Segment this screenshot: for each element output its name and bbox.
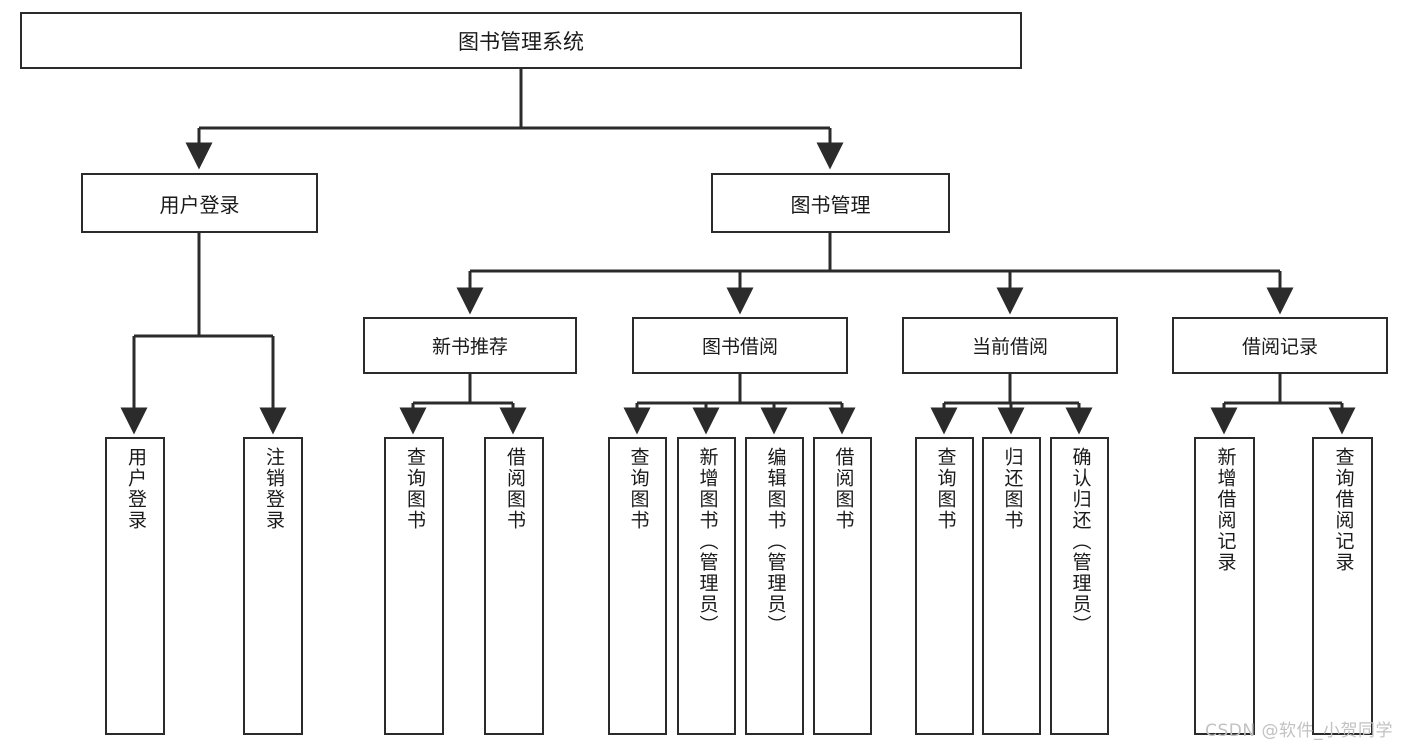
node-leaf-query-book-2-label: 查询图书 bbox=[627, 447, 650, 531]
node-leaf-add-book[interactable]: 新增图书（管理员） bbox=[677, 437, 736, 735]
node-leaf-borrow-book-1-label: 借阅图书 bbox=[503, 447, 526, 531]
node-leaf-user-logout-label: 注销登录 bbox=[262, 447, 285, 531]
node-leaf-user-logout[interactable]: 注销登录 bbox=[243, 437, 303, 735]
node-leaf-confirm-return[interactable]: 确认归还（管理员） bbox=[1050, 437, 1109, 735]
node-user-login[interactable]: 用户登录 bbox=[81, 173, 318, 233]
node-leaf-add-book-label: 新增图书（管理员） bbox=[696, 447, 719, 636]
node-new-book-recommend-label: 新书推荐 bbox=[431, 336, 508, 358]
watermark: CSDN @软件_小贺同学 bbox=[1205, 721, 1393, 741]
node-leaf-query-record[interactable]: 查询借阅记录 bbox=[1312, 437, 1373, 735]
node-leaf-user-login-label: 用户登录 bbox=[124, 447, 147, 531]
node-book-manage[interactable]: 图书管理 bbox=[711, 173, 950, 233]
node-leaf-return-book[interactable]: 归还图书 bbox=[982, 437, 1041, 735]
node-leaf-return-book-label: 归还图书 bbox=[1001, 447, 1024, 531]
node-book-manage-label: 图书管理 bbox=[790, 192, 871, 217]
node-leaf-edit-book-label: 编辑图书（管理员） bbox=[764, 447, 787, 636]
node-current-borrow[interactable]: 当前借阅 bbox=[902, 317, 1118, 374]
node-leaf-user-login[interactable]: 用户登录 bbox=[105, 437, 165, 735]
node-leaf-query-book-1-label: 查询图书 bbox=[403, 447, 426, 531]
node-current-borrow-label: 当前借阅 bbox=[971, 336, 1048, 358]
node-leaf-query-book-1[interactable]: 查询图书 bbox=[384, 437, 444, 735]
node-leaf-edit-book[interactable]: 编辑图书（管理员） bbox=[745, 437, 804, 735]
node-leaf-borrow-book-2[interactable]: 借阅图书 bbox=[813, 437, 872, 735]
node-root-label: 图书管理系统 bbox=[458, 29, 584, 54]
node-leaf-query-book-2[interactable]: 查询图书 bbox=[608, 437, 667, 735]
node-leaf-add-record[interactable]: 新增借阅记录 bbox=[1194, 437, 1255, 735]
node-leaf-query-record-label: 查询借阅记录 bbox=[1332, 447, 1355, 573]
node-leaf-query-book-3[interactable]: 查询图书 bbox=[915, 437, 974, 735]
node-borrow-record-label: 借阅记录 bbox=[1241, 336, 1318, 358]
node-book-borrow[interactable]: 图书借阅 bbox=[632, 317, 848, 374]
node-leaf-borrow-book-2-label: 借阅图书 bbox=[832, 447, 855, 531]
node-leaf-borrow-book-1[interactable]: 借阅图书 bbox=[484, 437, 544, 735]
node-new-book-recommend[interactable]: 新书推荐 bbox=[363, 317, 577, 374]
node-leaf-confirm-return-label: 确认归还（管理员） bbox=[1069, 447, 1092, 636]
node-user-login-label: 用户登录 bbox=[159, 192, 240, 217]
node-root[interactable]: 图书管理系统 bbox=[20, 12, 1022, 69]
node-leaf-add-record-label: 新增借阅记录 bbox=[1214, 447, 1237, 573]
node-borrow-record[interactable]: 借阅记录 bbox=[1172, 317, 1388, 374]
node-leaf-query-book-3-label: 查询图书 bbox=[934, 447, 957, 531]
node-book-borrow-label: 图书借阅 bbox=[701, 336, 778, 358]
